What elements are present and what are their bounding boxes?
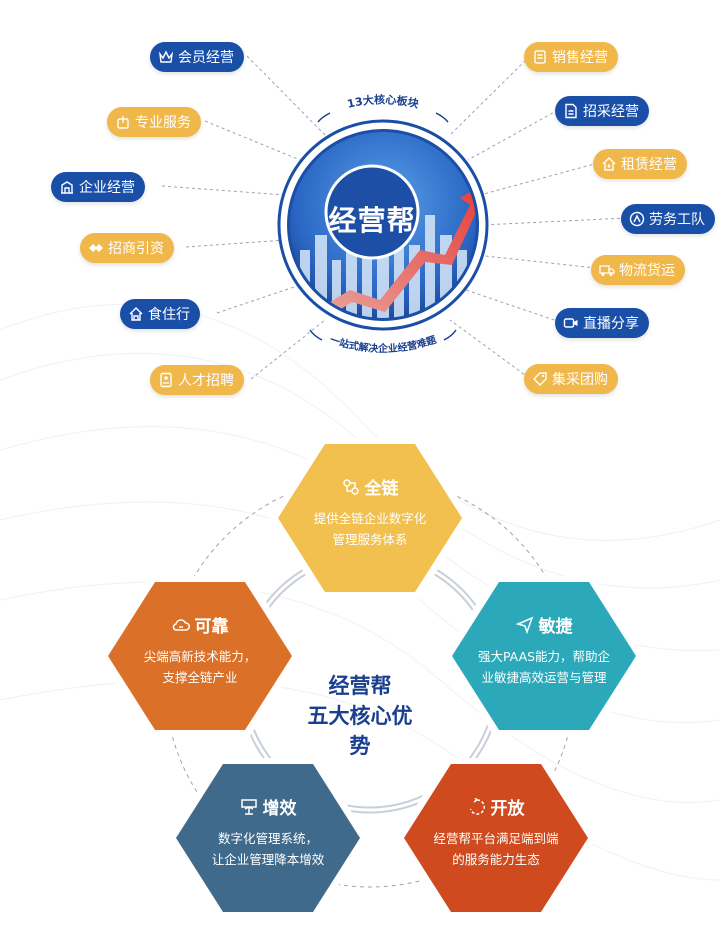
hex-desc-kekao: 尖端高新技术能力， 支撑全链产业 (143, 649, 257, 685)
pill-group-purchase[interactable]: 集采团购 (524, 364, 618, 394)
pill-sales-operation[interactable]: 销售经营 (524, 42, 618, 72)
document-icon (563, 103, 579, 119)
hub-top-arc-text: 13大核心板块 (346, 92, 421, 111)
crown-icon (158, 49, 174, 65)
svg-text:一站式解决企业经营难题: 一站式解决企业经营难题 (328, 333, 439, 355)
truck-icon (599, 262, 615, 278)
pill-logistics-freight[interactable]: 物流货运 (591, 255, 685, 285)
hex-desc-kaifang: 经营帮平台满足端到端 的服务能力生态 (433, 831, 559, 867)
hub-circle: 13大核心板块 一站式解决企业经营难题 (277, 92, 489, 355)
hex-desc-minjie: 强大PAAS能力，帮助企 业敏捷高效运营与管理 (477, 649, 611, 685)
hex-desc-quanlian: 提供全链企业数字化 管理服务体系 (313, 511, 427, 547)
loop-icon (468, 797, 486, 816)
send-icon (515, 616, 534, 634)
hex-zengxiao[interactable] (168, 758, 368, 918)
hex-title-minjie: 敏捷 (484, 612, 604, 637)
advantages-diagram (100, 438, 644, 918)
service-icon (115, 114, 131, 130)
pill-label: 直播分享 (583, 316, 639, 332)
tag-icon (532, 371, 548, 387)
pill-procurement-operation[interactable]: 招采经营 (555, 96, 649, 126)
pill-label: 租赁经营 (621, 157, 677, 173)
chain-icon (342, 478, 360, 496)
pill-live-sharing[interactable]: 直播分享 (555, 308, 649, 338)
handshake-icon (88, 240, 104, 256)
hub-connectors (161, 55, 627, 380)
pill-label: 劳务工队 (649, 212, 705, 228)
hex-desc-zengxiao: 数字化管理系统， 让企业管理降本增效 (211, 831, 325, 867)
advantages-center-line2: 五大核心优势 (307, 704, 413, 758)
hex-quanlian[interactable] (270, 438, 470, 598)
hex-title-zengxiao: 增效 (208, 794, 328, 819)
hub-bottom-arc-text: 一站式解决企业经营难题 (328, 333, 439, 355)
hex-title-quanlian: 全链 (310, 474, 430, 499)
pill-leasing-operation[interactable]: 租赁经营 (593, 149, 687, 179)
pill-member-operation[interactable]: 会员经营 (150, 42, 244, 72)
svg-text:13大核心板块: 13大核心板块 (346, 92, 421, 111)
pill-label: 食住行 (148, 307, 190, 323)
worker-icon (629, 211, 645, 227)
hub-title: 经营帮 (328, 204, 416, 237)
hex-kekao[interactable] (100, 576, 300, 736)
house-price-icon (601, 156, 617, 172)
pill-labor-team[interactable]: 劳务工队 (621, 204, 715, 234)
pill-label: 销售经营 (552, 50, 608, 66)
pill-talent-recruitment[interactable]: 人才招聘 (150, 365, 244, 395)
pill-investment-attraction[interactable]: 招商引资 (80, 233, 174, 263)
hex-title-kekao: 可靠 (140, 612, 260, 637)
home-icon (128, 306, 144, 322)
building-icon (59, 179, 75, 195)
growth-icon (240, 798, 258, 816)
pill-label: 会员经营 (178, 50, 234, 66)
video-icon (563, 315, 579, 331)
hex-kaifang[interactable] (396, 758, 596, 918)
pill-label: 专业服务 (135, 115, 191, 131)
pill-label: 集采团购 (552, 372, 608, 388)
pill-label: 招商引资 (108, 241, 164, 257)
hex-title-kaifang: 开放 (436, 794, 556, 819)
pill-enterprise-operation[interactable]: 企业经营 (51, 172, 145, 202)
pill-food-lodging-travel[interactable]: 食住行 (120, 299, 200, 329)
advantages-center-line1: 经营帮 (328, 674, 392, 698)
pill-professional-service[interactable]: 专业服务 (107, 107, 201, 137)
pill-label: 物流货运 (619, 263, 675, 279)
clipboard-icon (532, 49, 548, 65)
pill-label: 企业经营 (79, 180, 135, 196)
pill-label: 招采经营 (583, 104, 639, 120)
pill-label: 人才招聘 (178, 373, 234, 389)
cloud-icon (172, 616, 190, 634)
resume-icon (158, 372, 174, 388)
hex-minjie[interactable] (444, 576, 644, 736)
